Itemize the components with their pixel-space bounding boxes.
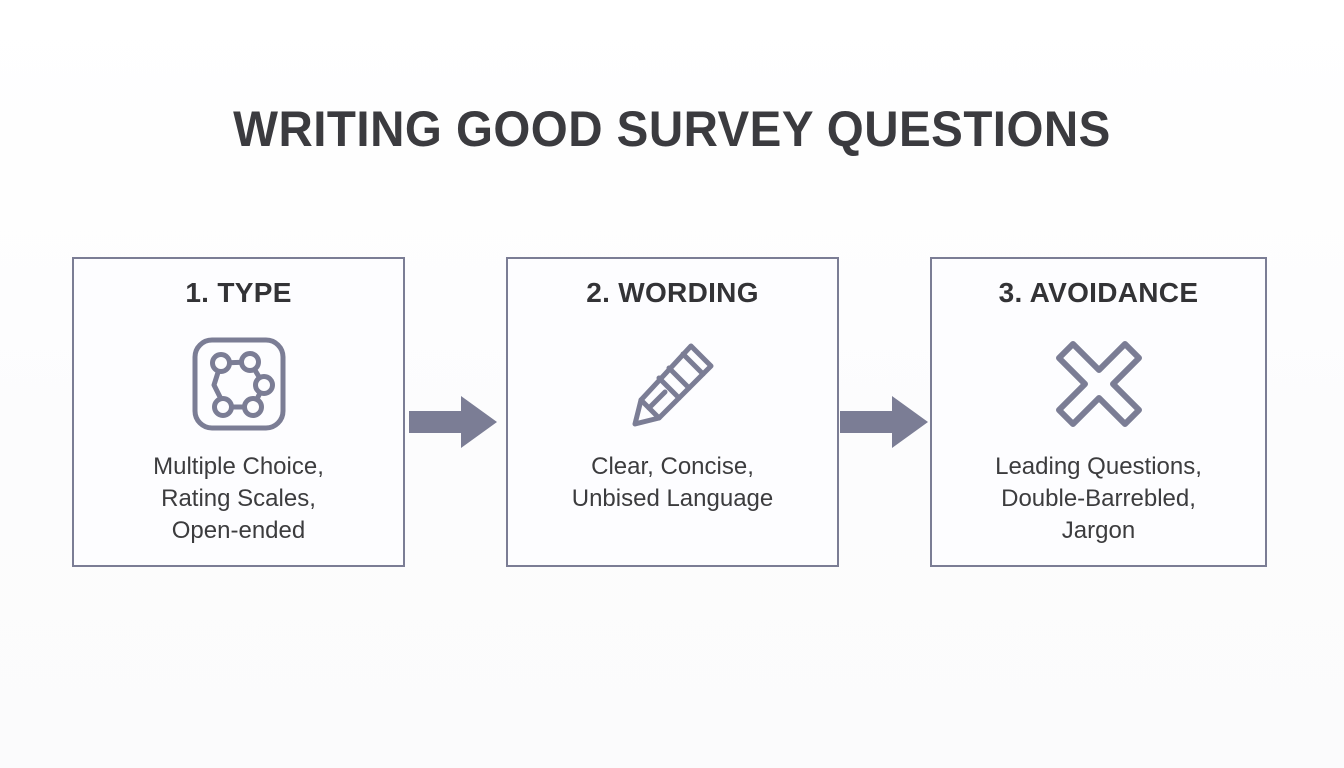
description-line: Jargon — [1061, 517, 1136, 544]
cross-x-icon — [932, 331, 1265, 437]
step-card-wording[interactable]: 2. WORDING — [506, 257, 839, 567]
arrow-right-icon — [840, 396, 928, 448]
description-line: Open-ended — [171, 517, 306, 544]
page-title: WRITING GOOD SURVEY QUESTIONS — [233, 101, 1111, 157]
description-line: Rating Scales, — [161, 485, 316, 512]
description-line: Multiple Choice, — [153, 453, 324, 480]
step-card-avoidance[interactable]: 3. AVOIDANCE Leading Questions, Double-B… — [930, 257, 1267, 567]
step-card-type-heading: 1. TYPE — [185, 277, 292, 308]
step-card-avoidance-heading: 3. AVOIDANCE — [998, 277, 1199, 308]
step-card-wording-description: Clear, Concise, Unbised Language — [508, 451, 837, 515]
pencil-icon — [508, 331, 837, 437]
step-card-avoidance-description: Leading Questions, Double-Barrebled, Jar… — [932, 451, 1265, 547]
network-nodes-icon — [74, 331, 403, 437]
process-flow: 1. TYPE Multiple Choice, Rating Scales — [72, 257, 1269, 569]
step-card-wording-heading: 2. WORDING — [586, 277, 759, 308]
description-line: Clear, Concise, — [591, 453, 754, 480]
description-line: Unbised Language — [571, 485, 774, 512]
description-line: Double-Barrebled, — [1001, 485, 1196, 512]
arrow-right-icon — [409, 396, 497, 448]
description-line: Leading Questions, — [995, 453, 1202, 480]
step-card-type-description: Multiple Choice, Rating Scales, Open-end… — [74, 451, 403, 547]
step-card-type[interactable]: 1. TYPE Multiple Choice, Rating Scales — [72, 257, 405, 567]
